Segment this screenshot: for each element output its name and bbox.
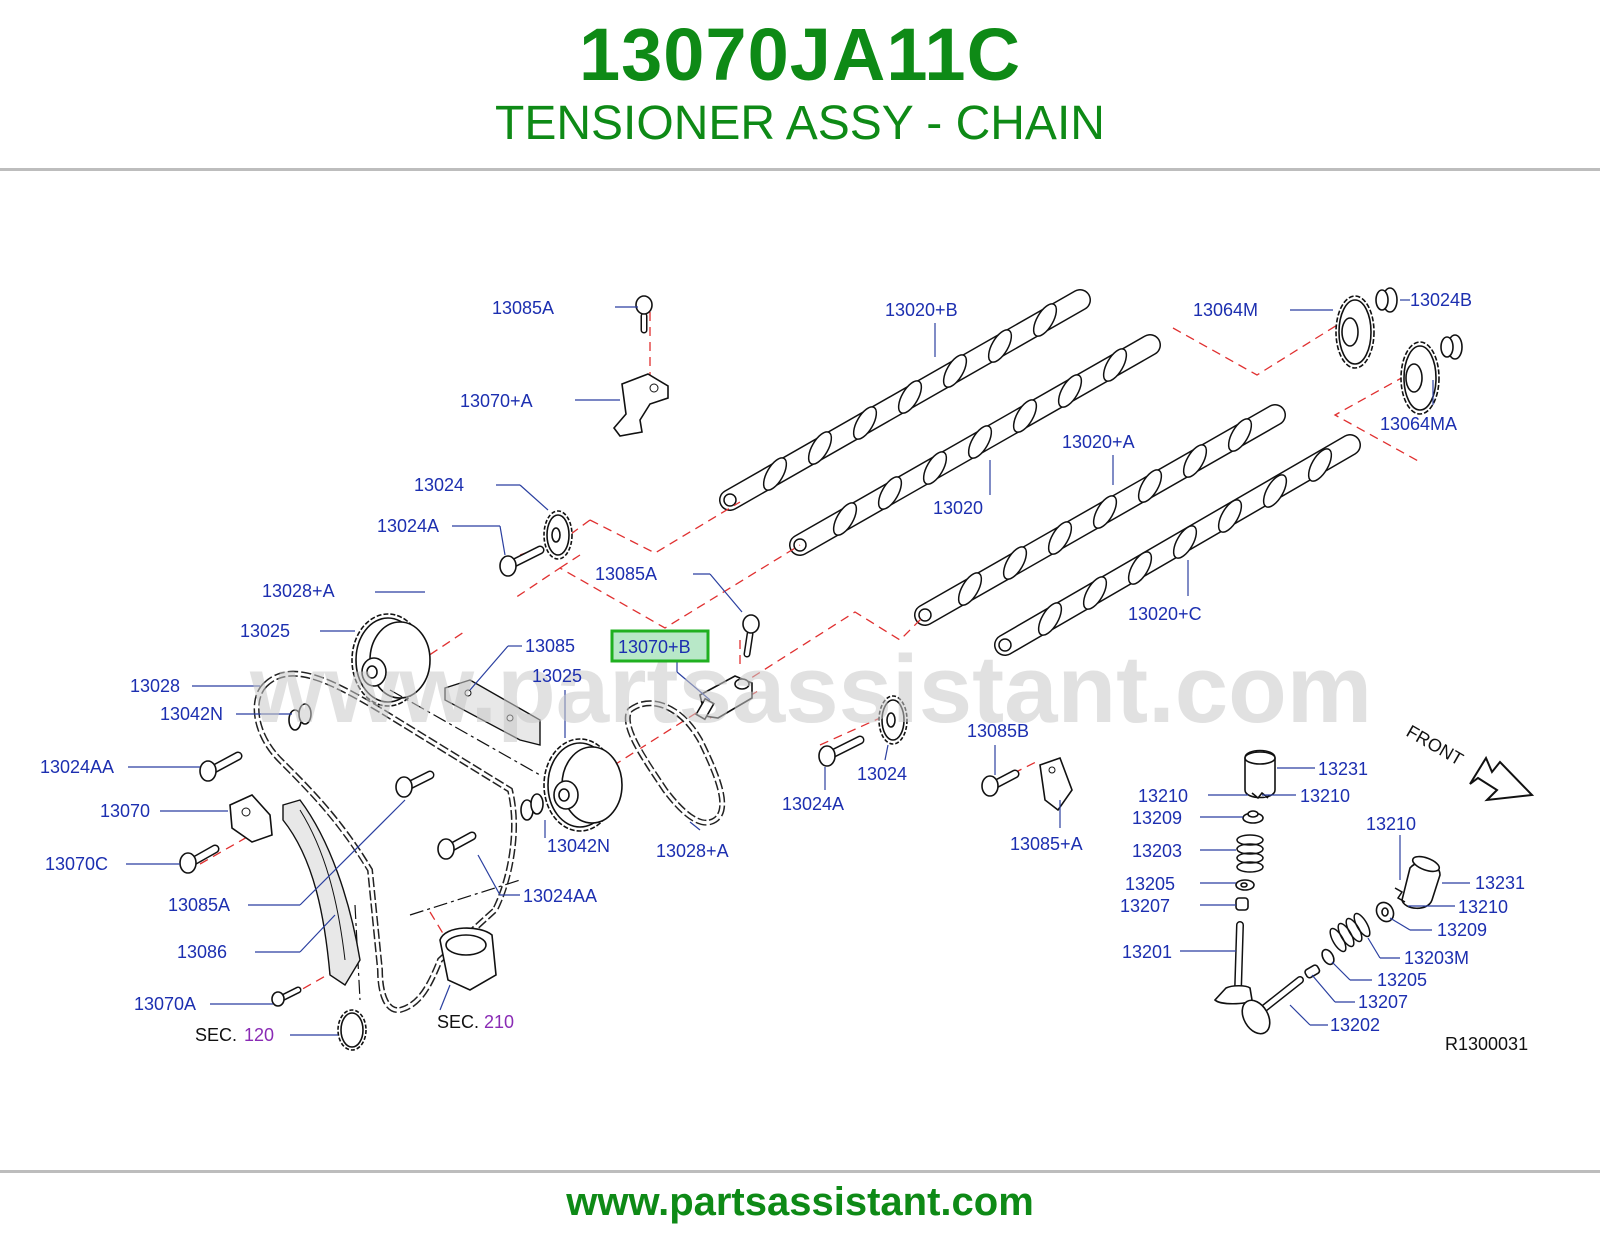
label-13024-top[interactable]: 13024	[414, 475, 464, 495]
label-13024AA-left[interactable]: 13024AA	[40, 757, 114, 777]
label-13203M[interactable]: 13203M	[1404, 948, 1469, 968]
label-13020pB[interactable]: 13020+B	[885, 300, 958, 320]
label-sec120-prefix: SEC.	[195, 1025, 237, 1045]
page-header: 13070JA11C TENSIONER ASSY - CHAIN	[0, 0, 1600, 170]
label-13020[interactable]: 13020	[933, 498, 983, 518]
label-13205-a[interactable]: 13205	[1125, 874, 1175, 894]
part-description-title: TENSIONER ASSY - CHAIN	[495, 97, 1105, 150]
label-13203[interactable]: 13203	[1132, 841, 1182, 861]
guide-13086	[282, 799, 361, 986]
bolt-13024A-right	[818, 735, 865, 767]
camshaft-13020	[789, 334, 1161, 556]
diagram-code: R1300031	[1445, 1034, 1528, 1054]
label-13202[interactable]: 13202	[1330, 1015, 1380, 1035]
part-labels: 13085A 13070+A 13020+B 13064M 13024B 130…	[40, 290, 1528, 1054]
label-13085[interactable]: 13085	[525, 636, 575, 656]
leader-lines	[126, 299, 1470, 1036]
front-arrow-icon	[1469, 755, 1535, 802]
label-13210-a[interactable]: 13210	[1138, 786, 1188, 806]
chain-13028pA-top	[425, 576, 516, 644]
watermark-text: www.partsassistant.com	[249, 636, 1372, 743]
label-sec210-number[interactable]: 210	[484, 1012, 514, 1032]
tensioner-13070pB-highlighted	[695, 675, 753, 721]
label-13024-right[interactable]: 13024	[857, 764, 907, 784]
sprocket-13025-mid	[543, 738, 623, 832]
label-13231-b[interactable]: 13231	[1475, 873, 1525, 893]
label-13207-b[interactable]: 13207	[1358, 992, 1408, 1012]
label-13024AA-mid[interactable]: 13024AA	[523, 886, 597, 906]
label-13042N-left[interactable]: 13042N	[160, 704, 223, 724]
header-divider	[0, 168, 1600, 171]
part-number-title: 13070JA11C	[578, 13, 1022, 96]
valve-assembly-1	[1213, 749, 1276, 1005]
bolt-13024B	[1375, 287, 1398, 313]
label-13209-a[interactable]: 13209	[1132, 808, 1182, 828]
label-13210-b[interactable]: 13210	[1300, 786, 1350, 806]
chain-13028pA-low	[624, 700, 726, 826]
washers-13042N	[288, 703, 544, 821]
camshaft-13020pB	[719, 289, 1091, 511]
label-13207-a[interactable]: 13207	[1120, 896, 1170, 916]
label-13085A-mid[interactable]: 13085A	[595, 564, 657, 584]
label-13201[interactable]: 13201	[1122, 942, 1172, 962]
label-13085pA[interactable]: 13085+A	[1010, 834, 1083, 854]
label-13024A-top[interactable]: 13024A	[377, 516, 439, 536]
bolt-13024A-top	[499, 545, 545, 577]
label-13085A-top[interactable]: 13085A	[492, 298, 554, 318]
label-13025-mid[interactable]: 13025	[532, 666, 582, 686]
tensioner-sec210	[439, 927, 497, 991]
label-13070pB-highlighted[interactable]: 13070+B	[618, 637, 691, 657]
sprocket-13064M	[1335, 295, 1375, 369]
bolts	[179, 295, 1020, 1007]
label-13209-b[interactable]: 13209	[1437, 920, 1487, 940]
label-sec120-number[interactable]: 120	[244, 1025, 274, 1045]
camshaft-13020pA	[914, 404, 1286, 626]
guide-13085	[444, 679, 541, 746]
sprocket-sec120	[337, 1009, 367, 1051]
label-13070A[interactable]: 13070A	[134, 994, 196, 1014]
chain-13028-main	[253, 670, 541, 1013]
tensioner-13070	[229, 794, 273, 843]
bolt-13024B-2	[1440, 334, 1463, 360]
parts-diagram: FRONT	[40, 287, 1535, 1054]
label-13025-left[interactable]: 13025	[240, 621, 290, 641]
footer-website[interactable]: www.partsassistant.com	[566, 1180, 1034, 1224]
label-13028[interactable]: 13028	[130, 676, 180, 696]
label-13064M[interactable]: 13064M	[1193, 300, 1258, 320]
label-13028pA-low[interactable]: 13028+A	[656, 841, 729, 861]
label-13085B[interactable]: 13085B	[967, 721, 1029, 741]
sprocket-13024-top	[543, 510, 573, 560]
label-13024A-right[interactable]: 13024A	[782, 794, 844, 814]
label-13085A-low[interactable]: 13085A	[168, 895, 230, 915]
camshaft-13020pC	[994, 434, 1361, 656]
label-13020pC[interactable]: 13020+C	[1128, 604, 1202, 624]
label-13070[interactable]: 13070	[100, 801, 150, 821]
sprocket-13024-right	[878, 695, 908, 745]
tensioner-13070pA	[612, 373, 669, 437]
sprocket-13064MA	[1400, 341, 1440, 415]
label-13205-b[interactable]: 13205	[1377, 970, 1427, 990]
label-13042N-mid[interactable]: 13042N	[547, 836, 610, 856]
label-13086[interactable]: 13086	[177, 942, 227, 962]
label-13024B[interactable]: 13024B	[1410, 290, 1472, 310]
front-direction-label: FRONT	[1403, 721, 1467, 769]
valve-assembly-2	[1241, 855, 1441, 1035]
footer-divider	[0, 1170, 1600, 1173]
label-13020pA[interactable]: 13020+A	[1062, 432, 1135, 452]
label-13064MA[interactable]: 13064MA	[1380, 414, 1457, 434]
label-13210-c[interactable]: 13210	[1366, 814, 1416, 834]
label-13070C[interactable]: 13070C	[45, 854, 108, 874]
label-13028pA-top[interactable]: 13028+A	[262, 581, 335, 601]
label-13070pA[interactable]: 13070+A	[460, 391, 533, 411]
label-13231-a[interactable]: 13231	[1318, 759, 1368, 779]
sprocket-13025-left	[351, 613, 431, 707]
label-13210-d[interactable]: 13210	[1458, 897, 1508, 917]
label-sec210-prefix: SEC.	[437, 1012, 479, 1032]
highlight-box-13070pB	[610, 629, 710, 663]
bracket-13085pA	[1039, 756, 1073, 812]
